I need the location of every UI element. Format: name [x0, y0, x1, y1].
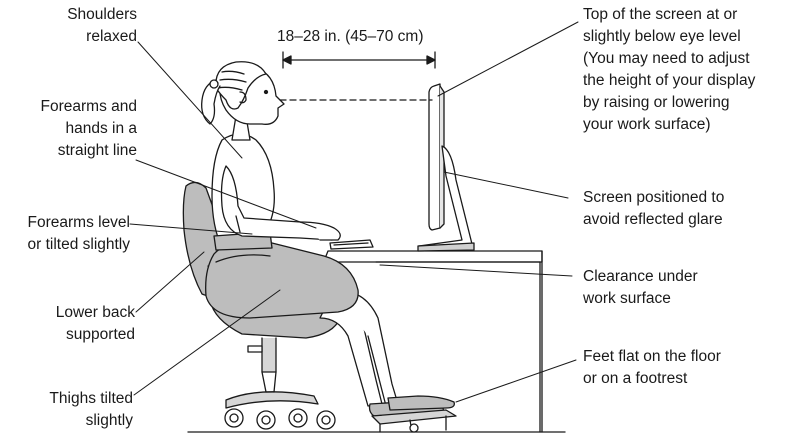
monitor — [417, 83, 475, 252]
label-lower-back-line-1: Lower back — [55, 304, 135, 321]
label-shoulders: Shoulders relaxed — [67, 4, 137, 48]
label-forearms-hands-line-1: Forearms and — [40, 98, 137, 115]
label-clearance-line-1: Clearance under — [583, 268, 698, 285]
keyboard — [329, 239, 374, 250]
label-feet-line-1: Feet flat on the floor — [583, 348, 721, 365]
label-forearms-hands: Forearms and hands in a straight line — [41, 96, 137, 162]
label-forearms-hands-line-3: straight line — [57, 142, 137, 159]
label-feet: Feet flat on the floor or on a footrest — [583, 346, 721, 390]
label-forearms-level-line-1: Forearms level — [27, 214, 131, 231]
seated-person — [201, 61, 457, 433]
label-screen-top-line-1: Top of the screen at or — [583, 6, 738, 23]
label-screen-top-line-4: the height of your display — [583, 72, 756, 89]
label-screen-top-line-2: slightly below eye level — [583, 28, 741, 45]
label-forearms-hands-line-2: hands in a — [65, 120, 137, 137]
label-screen-top-line-6: your work surface) — [583, 116, 711, 133]
label-thighs-line-1: Thighs tilted — [49, 390, 133, 407]
label-shoulders-line-2: relaxed — [86, 28, 137, 45]
label-thighs-line-2: slightly — [85, 412, 133, 429]
distance-dimension — [282, 51, 436, 69]
label-screen-top: Top of the screen at or slightly below e… — [583, 4, 755, 136]
label-lower-back-line-2: supported — [66, 326, 135, 343]
label-distance-text: 18–28 in. (45–70 cm) — [277, 28, 424, 45]
label-shoulders-line-1: Shoulders — [67, 6, 137, 23]
label-thighs: Thighs tilted slightly — [49, 388, 133, 432]
label-clearance-line-2: work surface — [583, 290, 671, 307]
label-screen-top-line-3: (You may need to adjust — [583, 50, 750, 67]
label-feet-line-2: or on a footrest — [583, 370, 688, 387]
label-forearms-level-line-2: or tilted slightly — [27, 236, 130, 253]
leader-lines — [129, 21, 579, 403]
label-distance: 18–28 in. (45–70 cm) — [277, 26, 423, 48]
label-clearance: Clearance under work surface — [583, 266, 698, 310]
label-screen-glare-line-2: avoid reflected glare — [583, 211, 723, 228]
label-forearms-level: Forearms level or tilted slightly — [27, 212, 130, 256]
label-screen-glare-line-1: Screen positioned to — [583, 189, 725, 206]
label-screen-glare: Screen positioned to avoid reflected gla… — [583, 187, 724, 231]
label-lower-back: Lower back supported — [56, 302, 135, 346]
label-screen-top-line-5: by raising or lowering — [583, 94, 730, 111]
